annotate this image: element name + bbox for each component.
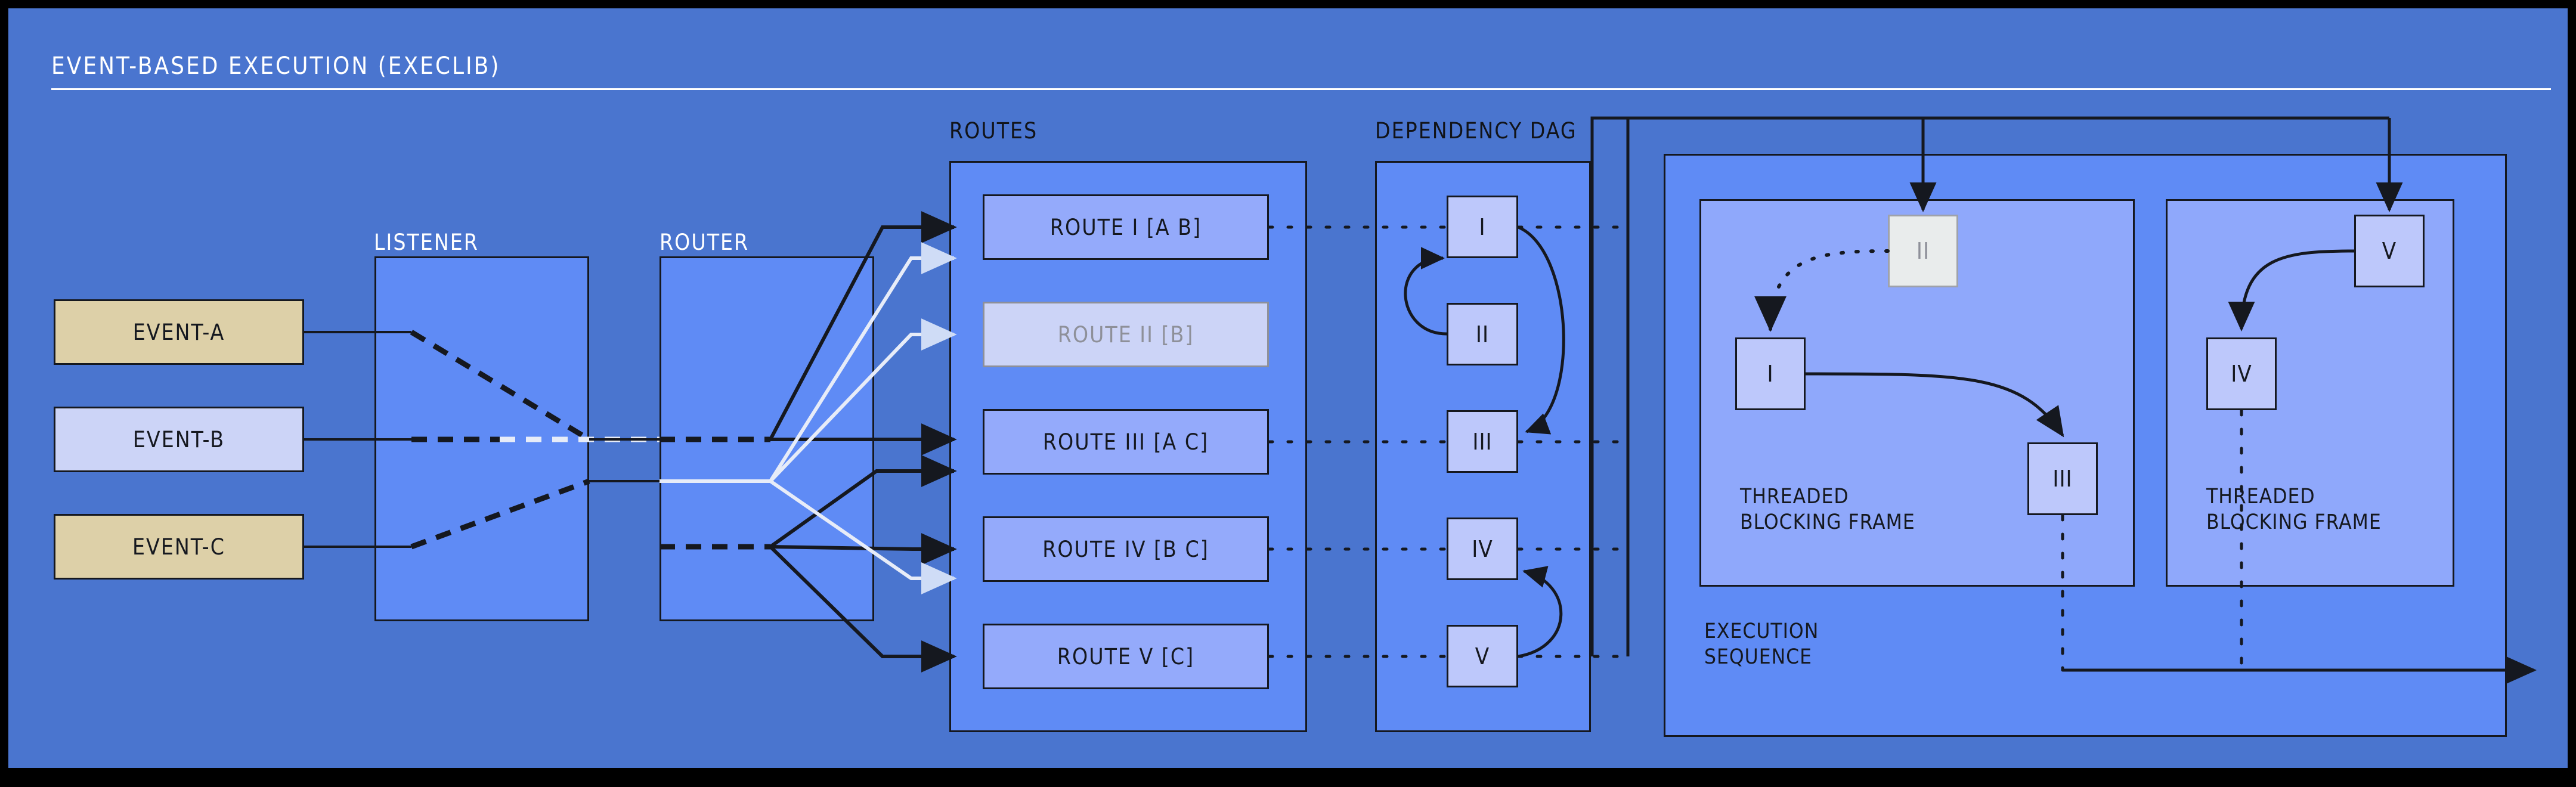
bus-vertical-riser: [1590, 116, 1628, 227]
dag-node-label-5: V: [1475, 643, 1490, 670]
route-box-5[interactable]: ROUTE V [C]: [983, 624, 1269, 689]
edge-router-to-route-4: [770, 533, 957, 565]
edge-router-to-route-5: [769, 545, 957, 673]
dag-node-label-4: IV: [1472, 535, 1493, 562]
event-box-a[interactable]: EVENT-A: [54, 299, 304, 365]
route-label-5: ROUTE V [C]: [1057, 643, 1195, 670]
threaded-frame-left-label: THREADED BLOCKING FRAME: [1740, 484, 1915, 535]
listener-label: LISTENER: [374, 230, 479, 255]
title-underline: [51, 88, 2551, 90]
page-title: EVENT-BASED EXECUTION (EXECLIB): [51, 52, 501, 80]
exec-node-left-label-1: I: [1767, 361, 1774, 387]
exec-node-right-label-4: IV: [2231, 361, 2252, 387]
dag-edge-5-to-4: [1518, 566, 1563, 658]
exec-edge-5-to-4: [2228, 249, 2355, 332]
edge-listener-a: [410, 330, 591, 442]
edge-router-to-route-1: [769, 211, 957, 441]
threaded-frame-right-label-line1: THREADED: [2206, 485, 2315, 509]
execution-sequence-label: EXECUTION SEQUENCE: [1704, 619, 1819, 670]
dag-node-4[interactable]: IV: [1447, 518, 1518, 580]
routes-label: ROUTES: [949, 118, 1038, 144]
dag-node-2[interactable]: II: [1447, 303, 1518, 365]
edge-router-to-route-2-muted: [769, 318, 957, 483]
route-box-1[interactable]: ROUTE I [A B]: [983, 194, 1269, 260]
route-label-2: ROUTE II [B]: [1057, 321, 1194, 348]
threaded-frame-right-label-line2: BLOCKING FRAME: [2206, 510, 2382, 534]
event-box-c[interactable]: EVENT-C: [54, 514, 304, 580]
edge-router-to-route-3-from-c: [769, 455, 957, 549]
dag-node-label-2: II: [1475, 321, 1490, 348]
exec-node-left-label-3: III: [2052, 466, 2073, 492]
event-label-a: EVENT-A: [132, 319, 225, 345]
threaded-frame-left-label-line2: BLOCKING FRAME: [1740, 510, 1915, 534]
exec-node-left-1[interactable]: I: [1735, 337, 1806, 410]
router-label: ROUTER: [660, 230, 750, 255]
threaded-frame-left-label-line1: THREADED: [1740, 485, 1849, 509]
exec-edge-1-to-3: [1805, 372, 2064, 438]
execution-sequence-label-line2: SEQUENCE: [1704, 645, 1813, 669]
event-box-b[interactable]: EVENT-B: [54, 407, 304, 472]
exec-node-right-5[interactable]: V: [2354, 215, 2425, 287]
route-box-2[interactable]: ROUTE II [B]: [983, 302, 1269, 367]
edge-router-to-route-4-muted: [769, 479, 957, 594]
dag-edge-1-to-3: [1518, 225, 1565, 435]
exec-node-right-label-5: V: [2382, 238, 2397, 264]
event-label-c: EVENT-C: [132, 534, 225, 560]
exec-edge-2-to-1: [1754, 249, 1890, 332]
dag-label: DEPENDENCY DAG: [1375, 118, 1577, 144]
edge-router-to-route-1-muted: [769, 242, 957, 482]
dag-edge-2-to-1: [1404, 247, 1447, 336]
route-label-3: ROUTE III [A C]: [1042, 429, 1209, 455]
exec-node-right-4[interactable]: IV: [2206, 337, 2277, 410]
route-box-4[interactable]: ROUTE IV [B C]: [983, 516, 1269, 582]
route-box-3[interactable]: ROUTE III [A C]: [983, 409, 1269, 475]
dag-node-1[interactable]: I: [1447, 196, 1518, 258]
threaded-frame-right-label: THREADED BLOCKING FRAME: [2206, 484, 2382, 535]
dag-node-label-3: III: [1472, 428, 1493, 455]
route-label-1: ROUTE I [A B]: [1049, 214, 1202, 240]
execution-sequence-label-line1: EXECUTION: [1704, 619, 1819, 643]
dag-node-label-1: I: [1479, 213, 1486, 240]
edge-listener-c: [410, 478, 590, 550]
event-label-b: EVENT-B: [132, 426, 225, 453]
route-label-4: ROUTE IV [B C]: [1042, 536, 1209, 562]
exec-node-left-label-2: II: [1916, 238, 1930, 264]
